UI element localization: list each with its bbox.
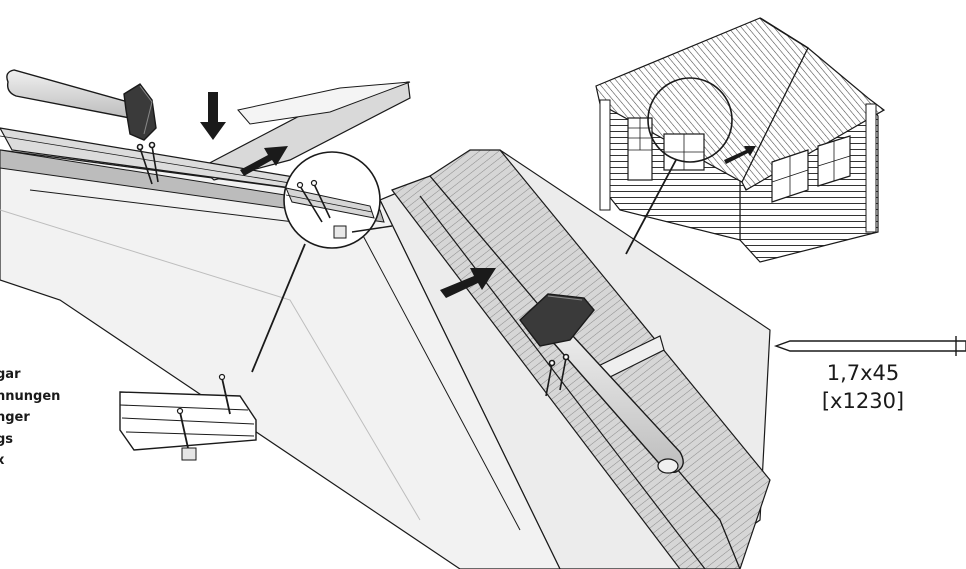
nail-size: 1,7x45 — [826, 361, 900, 385]
cropped-label: hnungen — [0, 388, 61, 404]
down-arrow-icon — [200, 92, 226, 140]
cropped-label: nger — [0, 410, 30, 425]
cropped-label: gs — [0, 431, 14, 447]
nail-spec-icon — [773, 336, 966, 356]
cropped-label: x — [0, 453, 5, 468]
cropped-label: gar — [0, 367, 21, 382]
hammer-icon — [6, 69, 157, 141]
direction-arrow-icon — [240, 146, 496, 298]
cropped-label-list: gar hnungen nger gs x — [0, 364, 116, 472]
hammer-icon-2 — [519, 293, 684, 474]
detail-board — [119, 373, 257, 461]
detail-circle — [283, 151, 393, 249]
nail-quantity: [x1230] — [821, 389, 905, 413]
nail-spec-label: 1,7x45 [x1230] — [798, 359, 928, 415]
cabin-illustration — [595, 17, 886, 263]
nail-icon — [136, 141, 159, 185]
